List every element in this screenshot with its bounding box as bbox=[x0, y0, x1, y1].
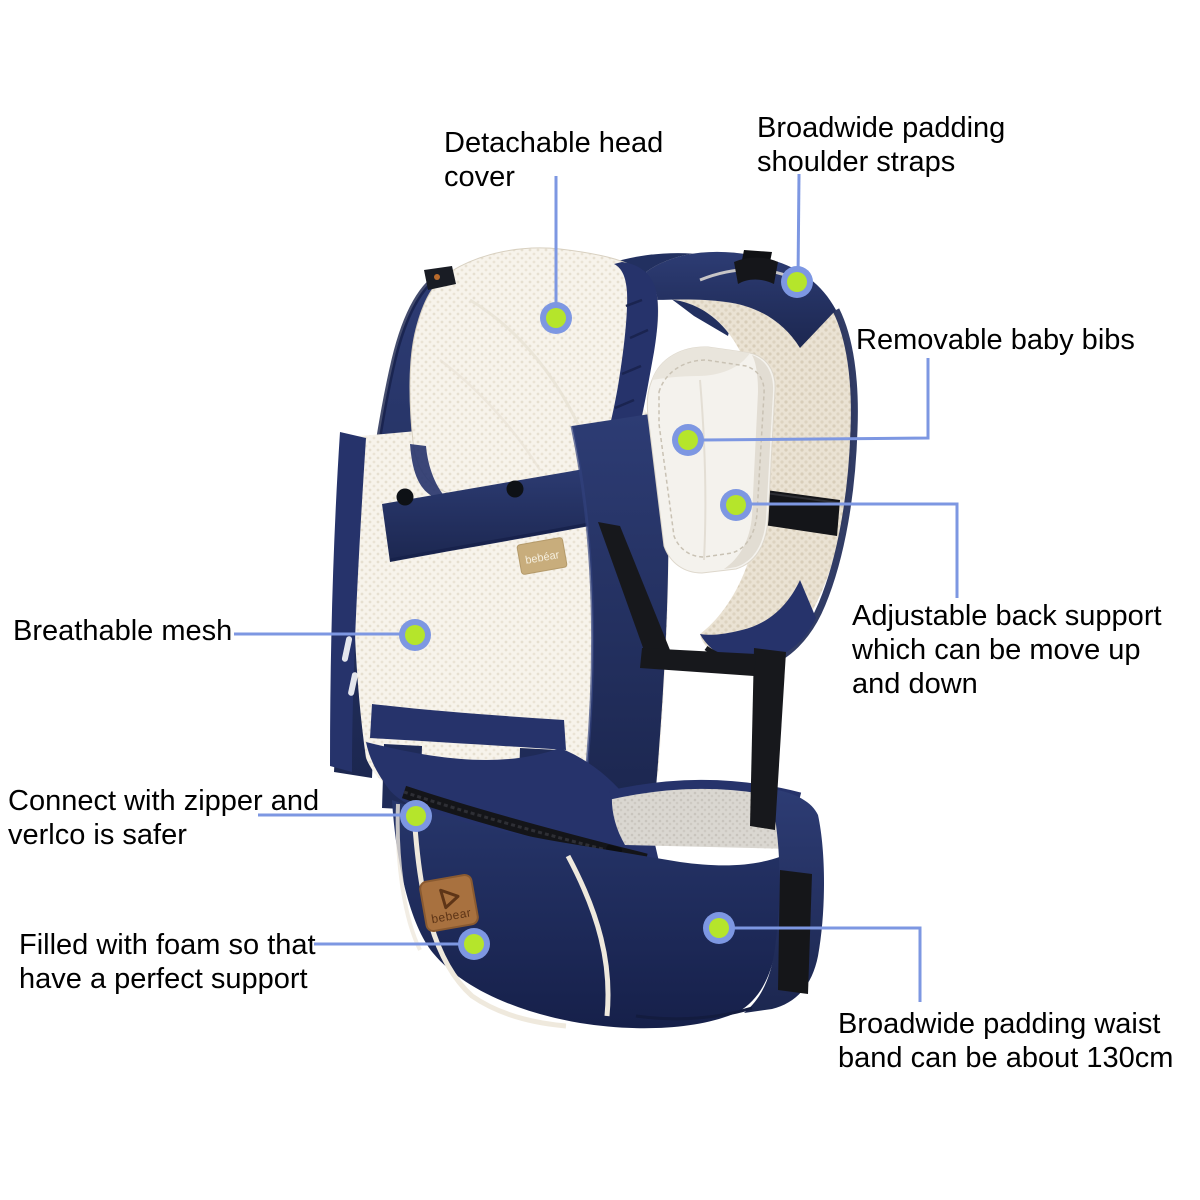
snap-button-icon bbox=[506, 480, 524, 498]
callout-marker-breathable-mesh bbox=[399, 619, 431, 651]
hood-clip-icon bbox=[424, 266, 456, 290]
strap-buckle-icon bbox=[734, 250, 778, 284]
brand-tag: bebéar bbox=[516, 537, 568, 575]
callout-marker-baby-bibs bbox=[672, 424, 704, 456]
callout-marker-detachable-head-cover bbox=[540, 302, 572, 334]
callout-marker-waist-band bbox=[703, 912, 735, 944]
callout-label-back-support: Adjustable back support which can be mov… bbox=[852, 600, 1162, 700]
callout-lines bbox=[234, 173, 959, 1002]
hip-seat: bebear bbox=[366, 742, 824, 1029]
callout-label-waist-band: Broadwide padding waist band can be abou… bbox=[838, 1008, 1174, 1074]
callout-marker-zipper bbox=[400, 800, 432, 832]
brand-tag-text: bebéar bbox=[524, 549, 560, 567]
callout-label-foam: Filled with foam so that have a perfect … bbox=[19, 929, 316, 995]
callout-marker-foam bbox=[458, 928, 490, 960]
carrier: bebéar bbox=[330, 247, 858, 1029]
callout-label-shoulder-straps: Broadwide padding shoulder straps bbox=[757, 112, 1006, 178]
brand-patch-text: bebear bbox=[430, 905, 472, 926]
back-strap-horizontal bbox=[640, 648, 756, 676]
callout-label-zipper: Connect with zipper and verlco is safer bbox=[8, 785, 320, 851]
callout-marker-shoulder-straps bbox=[781, 266, 813, 298]
brand-logo-icon bbox=[439, 888, 460, 910]
back-strap-vertical bbox=[750, 648, 786, 830]
body-left-border bbox=[330, 432, 366, 772]
callout-line-waist-band bbox=[733, 926, 922, 1002]
callout-label-breathable-mesh: Breathable mesh bbox=[13, 615, 233, 647]
waist-band bbox=[744, 789, 824, 1013]
snap-button-icon bbox=[396, 488, 414, 506]
callout-line-back-support bbox=[750, 502, 959, 598]
seat-body bbox=[392, 800, 782, 1029]
callout-line-baby-bibs bbox=[701, 358, 930, 442]
callout-line-shoulder-straps bbox=[796, 173, 801, 281]
callout-marker-back-support bbox=[720, 489, 752, 521]
callout-label-detachable-head-cover: Detachable head cover bbox=[444, 127, 664, 193]
velcro-patch-icon bbox=[778, 870, 812, 994]
side-strap bbox=[598, 522, 670, 656]
callout-label-baby-bibs: Removable baby bibs bbox=[856, 324, 1135, 356]
brand-patch: bebear bbox=[419, 873, 479, 933]
body-right-band bbox=[572, 414, 669, 798]
baby-bib bbox=[646, 346, 776, 574]
callout-markers bbox=[399, 266, 813, 960]
